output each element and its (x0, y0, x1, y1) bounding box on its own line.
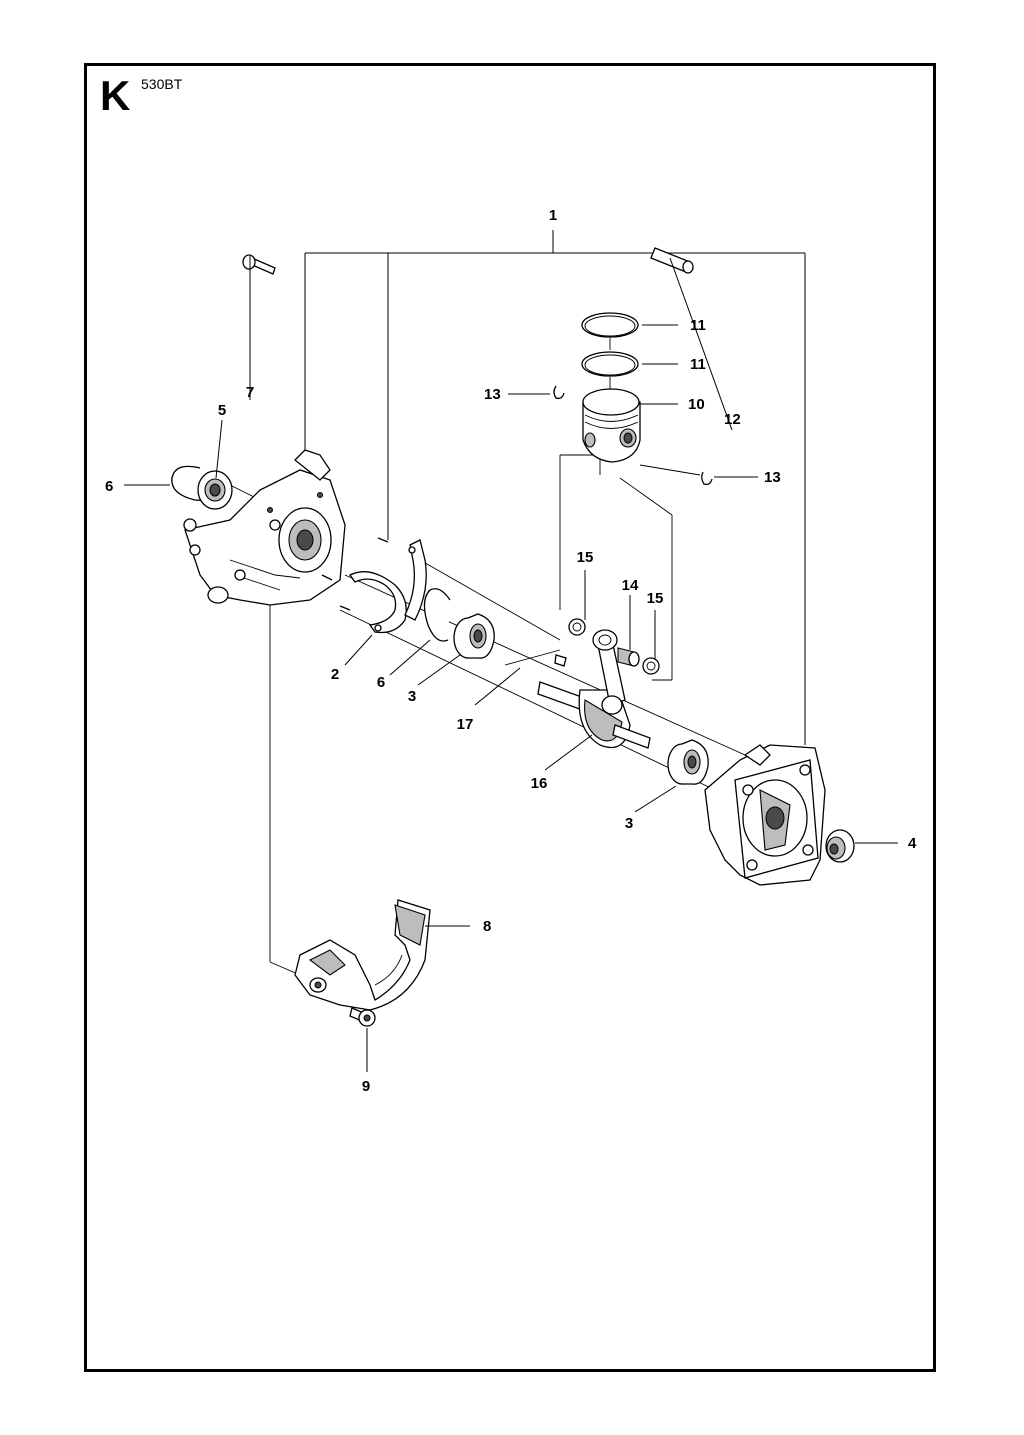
callout-7: 7 (246, 384, 254, 401)
piston-ring-upper (581, 312, 639, 338)
screw-9 (349, 1007, 376, 1027)
callout-4: 4 (908, 835, 917, 852)
oil-seal-right (825, 829, 855, 863)
callout-8: 8 (483, 918, 491, 935)
thrust-washer-left (568, 618, 586, 636)
callout-3-left: 3 (408, 688, 416, 705)
callout-14: 14 (622, 577, 639, 594)
retaining-ring-right (423, 588, 451, 642)
callout-17: 17 (457, 716, 474, 733)
crankcase-right-half (704, 744, 826, 886)
callout-3-right: 3 (625, 815, 633, 832)
ball-bearing-right (667, 739, 709, 785)
section-letter: K (100, 72, 131, 119)
callout-6-left: 6 (105, 478, 113, 495)
crankcase-cover (294, 899, 431, 1011)
callout-13-left: 13 (484, 386, 501, 403)
leader-lines (124, 256, 898, 1072)
needle-bearing (617, 647, 640, 667)
thrust-washer-right (642, 657, 660, 675)
callout-2: 2 (331, 666, 339, 683)
model-label: 530BT (141, 76, 183, 92)
piston (582, 388, 641, 463)
callout-9: 9 (362, 1078, 370, 1095)
piston-ring-lower (581, 351, 639, 377)
callout-6-right: 6 (377, 674, 385, 691)
crankcase-left-half (183, 449, 389, 611)
callout-11-upper: 11 (690, 317, 706, 334)
callout-16: 16 (531, 775, 548, 792)
gasket (349, 539, 427, 634)
ball-bearing-left (453, 613, 495, 659)
callout-15-right: 15 (647, 590, 664, 607)
circlip-right (701, 471, 713, 486)
crankshaft (537, 629, 651, 749)
woodruff-key (554, 654, 567, 667)
callout-labels: 1 11 11 13 10 12 13 7 5 6 15 14 15 2 6 3… (105, 207, 917, 1095)
callout-15-left: 15 (577, 549, 594, 566)
callout-1: 1 (549, 207, 557, 224)
callout-11-lower: 11 (690, 356, 706, 373)
group-bracket-1 (304, 230, 806, 745)
oil-seal-left (197, 470, 233, 510)
screw-7 (242, 254, 276, 275)
piston-pin (650, 247, 694, 274)
callout-5: 5 (218, 402, 226, 419)
callout-13-right: 13 (764, 469, 781, 486)
callout-12: 12 (724, 411, 741, 428)
circlip-left (553, 385, 565, 400)
page-frame (84, 63, 936, 1372)
callout-10: 10 (688, 396, 705, 413)
